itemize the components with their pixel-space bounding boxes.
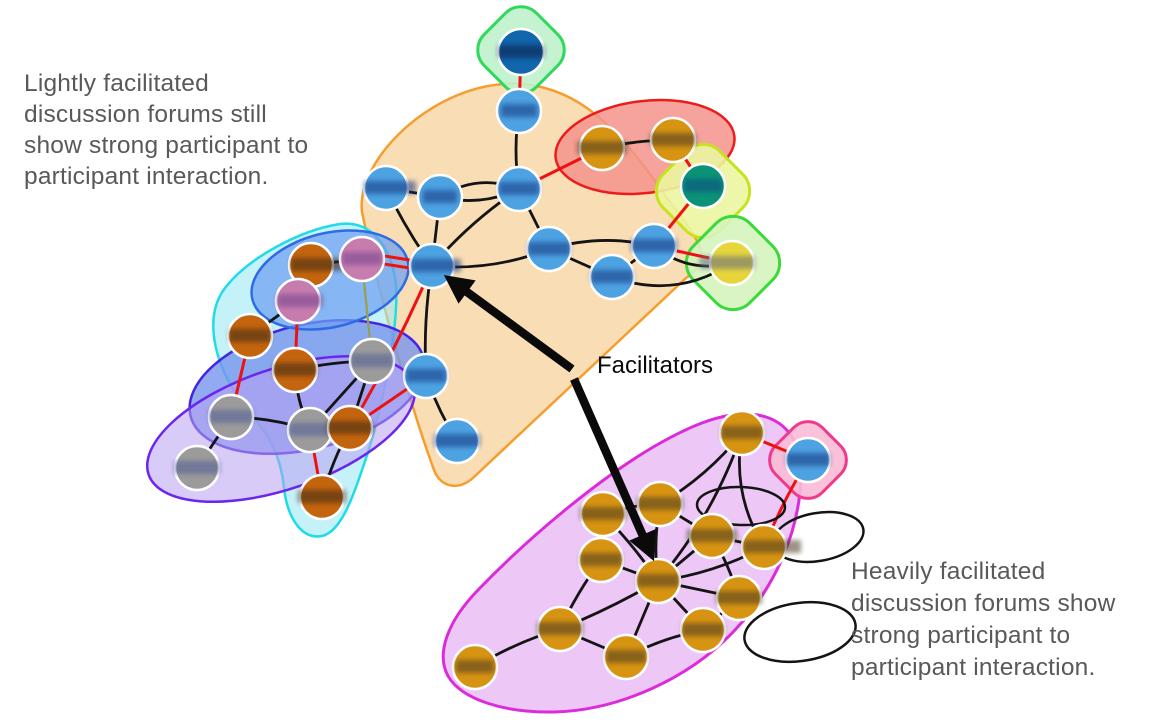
node-n2 (362, 164, 416, 212)
node-label-blur-n6 (528, 242, 570, 255)
node-label-blur-gr4 (174, 461, 220, 474)
node-label-blur-b7 (637, 574, 679, 587)
node-o5 (298, 473, 346, 521)
left-annotation-text: Lightly facilitated discussion forums st… (24, 70, 309, 190)
node-label-blur-gr1 (351, 354, 393, 367)
node-gr3 (207, 393, 255, 441)
node-b2 (579, 490, 627, 538)
node-label-blur-b1 (721, 426, 763, 439)
facilitator-arrow-lower (570, 377, 656, 562)
node-label-blur-n8 (631, 239, 677, 252)
node-label-blur-t1 (684, 179, 722, 192)
facilitator-arrow-upper (443, 275, 575, 373)
node-label-blur-b10 (682, 623, 724, 636)
node-g1 (577, 124, 627, 172)
node-b1 (718, 409, 766, 457)
node-n7 (588, 253, 636, 301)
node-b12 (451, 643, 499, 691)
node-label-blur-b9 (537, 622, 583, 635)
node-n9 (402, 352, 450, 400)
node-label-blur-o2 (229, 329, 271, 342)
node-label-blur-b6 (580, 553, 622, 566)
node-n10 (433, 417, 481, 465)
node-g2 (649, 116, 697, 164)
node-label-blur-b2 (580, 507, 626, 520)
node-n1 (495, 87, 543, 135)
node-b8 (715, 574, 763, 622)
node-label-blur-n9 (406, 369, 446, 382)
node-n3 (416, 173, 464, 221)
node-label-blur-o1 (291, 258, 343, 271)
node-label-blur-b8 (716, 591, 762, 604)
node-n0 (496, 27, 546, 77)
node-label-blur-p2 (277, 294, 323, 307)
node-label-blur-g2 (650, 133, 696, 146)
node-gr2 (286, 406, 339, 454)
node-p1 (338, 235, 386, 283)
node-label-blur-o4 (327, 421, 373, 434)
node-o4 (326, 404, 374, 452)
node-b11 (602, 633, 650, 681)
node-label-blur-n1 (501, 104, 537, 117)
node-label-blur-n4 (499, 182, 539, 195)
node-label-blur-b4 (687, 529, 737, 542)
node-label-blur-o5 (298, 490, 346, 503)
node-label-blur-pb (786, 453, 830, 466)
node-p2 (274, 277, 323, 325)
node-b7 (634, 557, 682, 605)
node-n5 (408, 242, 461, 290)
node-label-blur-y1 (699, 256, 755, 269)
node-label-blur-n5 (411, 259, 461, 272)
node-b10 (679, 606, 727, 654)
node-pb (784, 436, 832, 484)
node-label-blur-b11 (606, 650, 646, 663)
node-n6 (525, 225, 573, 273)
node-o1 (287, 241, 343, 289)
node-o2 (226, 312, 274, 360)
node-label-blur-n7 (591, 270, 633, 283)
self-loop-2 (695, 485, 787, 527)
node-n4 (495, 165, 543, 213)
node-b4 (687, 512, 737, 560)
node-t1 (679, 162, 727, 210)
node-label-blur-p1 (342, 252, 382, 265)
node-label-blur-gr2 (289, 423, 339, 436)
node-gr1 (348, 337, 396, 385)
node-label-blur-n0 (498, 45, 544, 58)
node-gr4 (173, 444, 221, 492)
node-label-blur-b5 (743, 540, 801, 553)
node-o3 (271, 346, 319, 394)
node-label-blur-n2 (364, 181, 416, 194)
node-b9 (536, 605, 584, 653)
node-b6 (577, 536, 625, 584)
node-label-blur-b3 (637, 497, 683, 510)
facilitators-label: Facilitators (597, 352, 714, 379)
node-label-blur-b12 (456, 660, 494, 673)
node-b3 (636, 480, 684, 528)
node-label-blur-gr3 (209, 410, 253, 423)
self-loop-1 (743, 600, 857, 664)
nodes (173, 27, 832, 691)
node-y1 (699, 239, 756, 287)
node-label-blur-g1 (577, 141, 627, 154)
node-label-blur-n3 (423, 190, 457, 203)
node-label-blur-n10 (434, 434, 480, 447)
node-b5 (740, 523, 801, 571)
node-n8 (630, 222, 678, 270)
right-annotation-text: Heavily facilitated discussion forums sh… (851, 558, 1116, 681)
node-label-blur-o3 (273, 363, 317, 376)
